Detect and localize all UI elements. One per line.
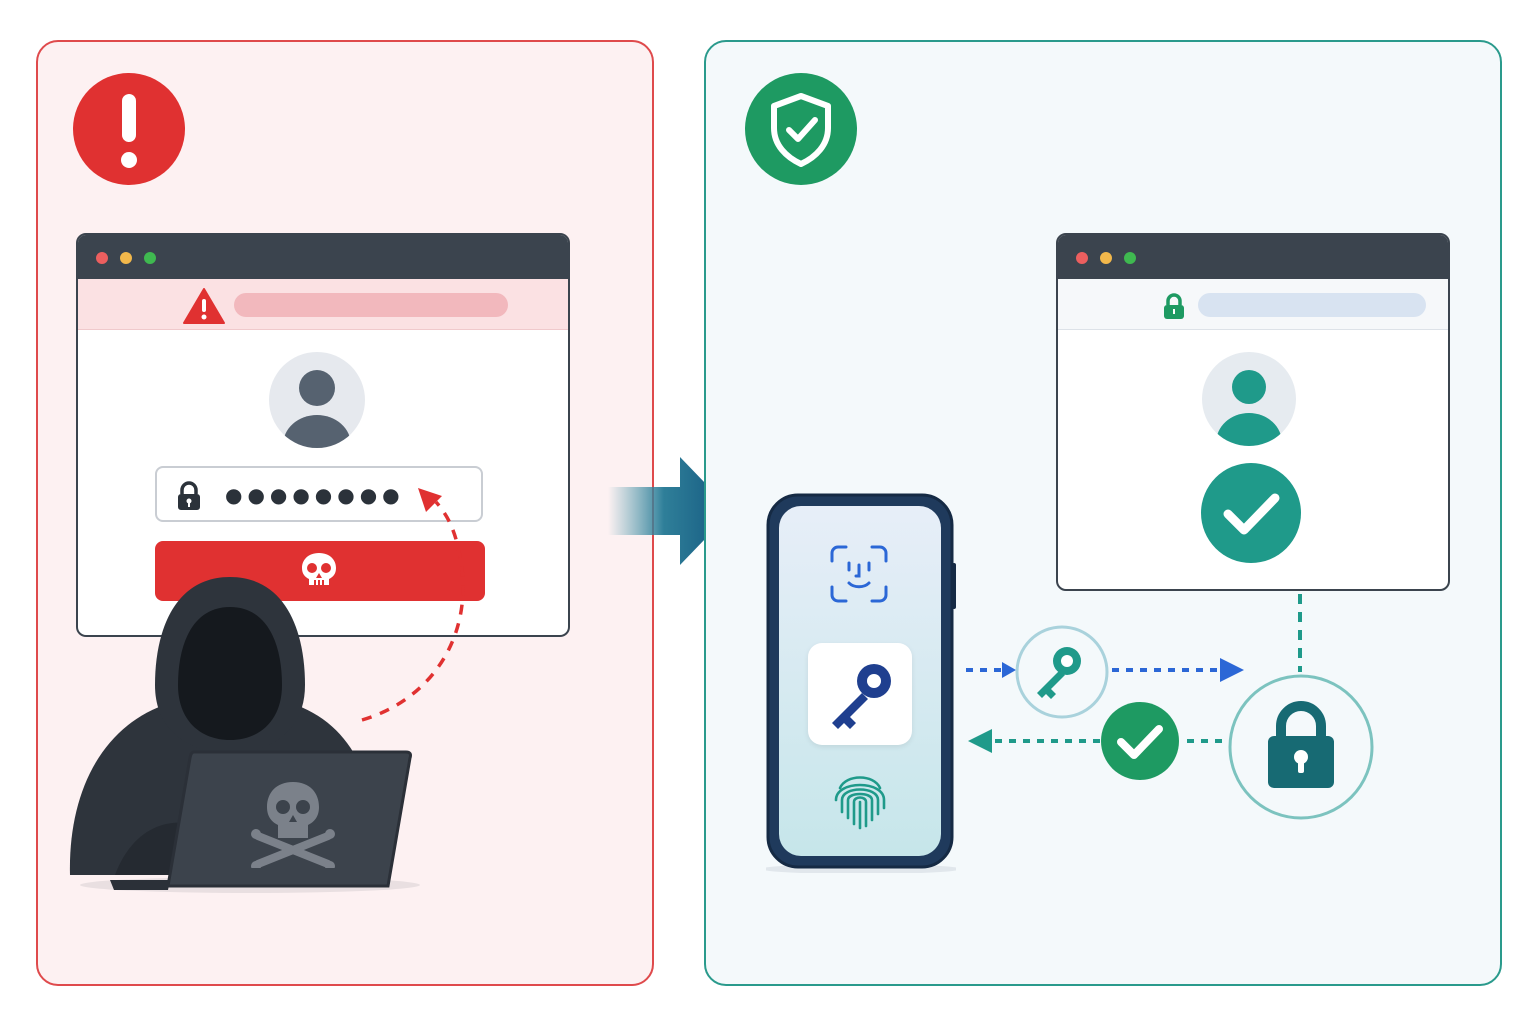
lock-icon <box>1162 293 1186 321</box>
phishing-browser-window: ●●●●●●●● <box>76 233 570 637</box>
arrow-right-icon <box>608 455 734 567</box>
warning-triangle-icon <box>182 287 226 325</box>
key-icon <box>1015 625 1109 719</box>
user-avatar <box>268 351 366 449</box>
exclamation-icon <box>72 72 186 186</box>
browser-title-bar <box>78 235 568 279</box>
face-id-icon <box>828 543 890 605</box>
browser-title-bar <box>1058 235 1448 279</box>
maximize-dot <box>144 252 156 264</box>
url-field[interactable] <box>1198 293 1426 317</box>
checkmark-icon <box>1200 462 1302 564</box>
passkey-button[interactable] <box>808 643 912 745</box>
address-bar <box>1058 279 1448 330</box>
maximize-dot <box>1124 252 1136 264</box>
minimize-dot <box>120 252 132 264</box>
exfiltration-arrowhead <box>418 488 442 512</box>
password-mask: ●●●●●●●● <box>225 483 405 507</box>
fingerprint-icon <box>830 766 890 832</box>
shield-check-icon <box>744 72 858 186</box>
skull-icon <box>297 551 341 591</box>
lock-icon <box>175 480 203 512</box>
minimize-dot <box>1100 252 1112 264</box>
close-dot <box>96 252 108 264</box>
legit-browser-window <box>1056 233 1450 591</box>
user-avatar <box>1201 351 1297 447</box>
close-dot <box>1076 252 1088 264</box>
passkey-icon <box>824 659 898 731</box>
checkmark-icon <box>1100 701 1180 781</box>
padlock-icon <box>1228 674 1374 820</box>
skull-and-crossbones-icon <box>250 780 336 868</box>
address-bar <box>78 279 568 330</box>
url-field[interactable] <box>234 293 508 317</box>
